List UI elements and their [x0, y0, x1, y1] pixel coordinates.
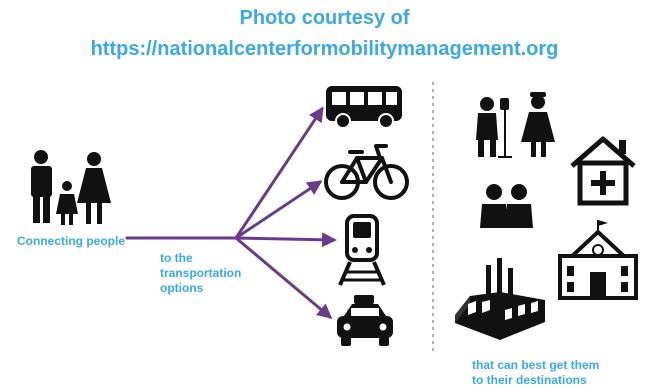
medical-care-icon — [476, 92, 555, 158]
caption-connecting-people: Connecting people — [17, 234, 125, 248]
credit-line-1: Photo courtesy of — [239, 7, 410, 29]
factory-icon — [455, 258, 545, 340]
arrow-to-taxi — [234, 236, 333, 319]
arrow-to-bus — [234, 106, 324, 240]
home-health-icon — [570, 136, 636, 206]
taxi-icon — [337, 295, 393, 346]
school-icon — [558, 220, 638, 300]
bus-icon — [326, 86, 402, 129]
caption-destinations: that can best get them to their destinat… — [472, 358, 599, 388]
arrow-to-bicycle — [234, 180, 323, 240]
credit-url: https://nationalcenterformobilitymanagem… — [90, 38, 559, 60]
community-group-icon — [480, 184, 533, 228]
connection-arrows — [125, 106, 337, 319]
caption-destinations-line-2: to their destinations — [472, 373, 587, 387]
caption-transport-line-1: to the — [160, 251, 193, 265]
caption-destinations-line-1: that can best get them — [472, 358, 600, 372]
train-icon — [338, 214, 386, 286]
family-icon — [31, 150, 111, 225]
caption-transport-options: to the transportation options — [160, 251, 241, 296]
caption-transport-line-2: transportation — [160, 266, 242, 280]
bicycle-icon — [324, 144, 409, 200]
caption-transport-line-3: options — [160, 281, 204, 295]
arrow-to-train — [234, 232, 337, 248]
